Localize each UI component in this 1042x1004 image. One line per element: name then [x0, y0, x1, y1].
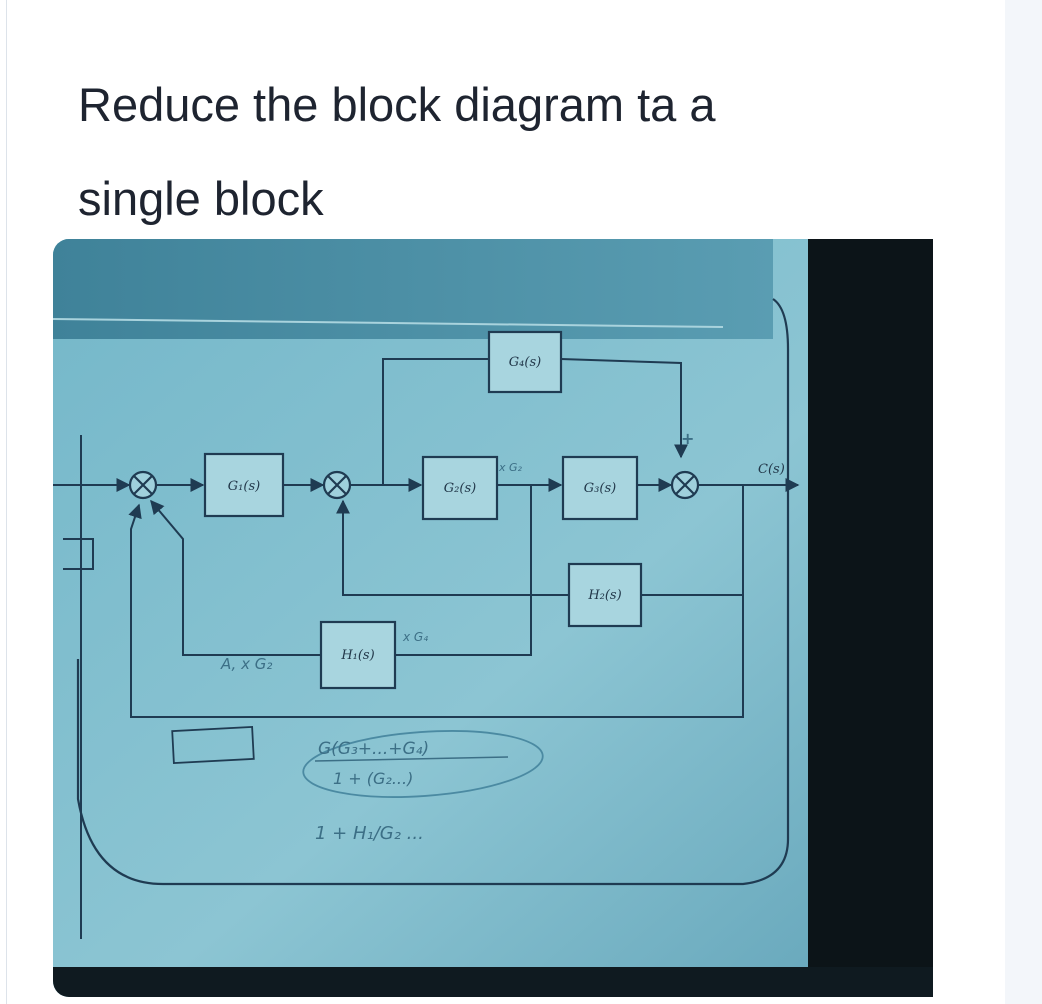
question-text: Reduce the block diagram ta a single blo…	[78, 58, 938, 246]
plus-sign: +	[681, 429, 694, 448]
summing-junction-2	[322, 470, 352, 500]
side-panel	[1005, 0, 1042, 1004]
monitor-bezel-bottom	[53, 967, 933, 997]
handwritten-note-a: A, x G₂	[220, 655, 272, 673]
handwritten-formula-numerator: G(G₃+...+G₄)	[318, 739, 429, 759]
slide-border	[76, 298, 790, 886]
question-line-2: single block	[78, 172, 324, 225]
summing-junction-3	[670, 470, 700, 500]
block-g3: G₃(s)	[561, 455, 639, 521]
block-h2-label: H₂(s)	[587, 588, 621, 603]
summing-junctions	[128, 470, 700, 500]
block-g3-label: G₃(s)	[584, 481, 616, 496]
block-g4: G₄(s)	[487, 330, 563, 394]
handwritten-box	[171, 725, 255, 765]
signal-lines	[53, 358, 800, 939]
block-diagram-photo[interactable]: G₁(s) G₂(s) G₃(s) G₄(s) H₂(s) H₁(s) + C(…	[53, 239, 933, 997]
handwritten-note-c: x G₂	[498, 461, 523, 474]
summing-junction-1	[128, 470, 158, 500]
handwritten-note-b: x G₄	[402, 630, 428, 644]
block-h1-label: H₁(s)	[340, 648, 374, 663]
question-line-1: Reduce the block diagram ta a	[78, 78, 716, 131]
block-g2-label: G₂(s)	[444, 481, 476, 496]
block-diagram-image: G₁(s) G₂(s) G₃(s) G₄(s) H₂(s) H₁(s) + C(…	[53, 239, 933, 997]
block-g1-label: G₁(s)	[228, 479, 260, 494]
monitor-bezel-right	[808, 239, 933, 997]
block-h1: H₁(s)	[319, 620, 397, 690]
block-g2: G₂(s)	[421, 455, 499, 521]
block-h2: H₂(s)	[567, 562, 643, 628]
handwritten-circle	[302, 730, 544, 798]
block-g1: G₁(s)	[203, 452, 285, 518]
handwritten-formula-bottom: 1 + H₁/G₂ ...	[315, 823, 424, 844]
output-label: C(s)	[758, 462, 785, 477]
handwritten-formula-denominator: 1 + (G₂...)	[333, 769, 413, 788]
block-g4-label: G₄(s)	[509, 355, 541, 370]
